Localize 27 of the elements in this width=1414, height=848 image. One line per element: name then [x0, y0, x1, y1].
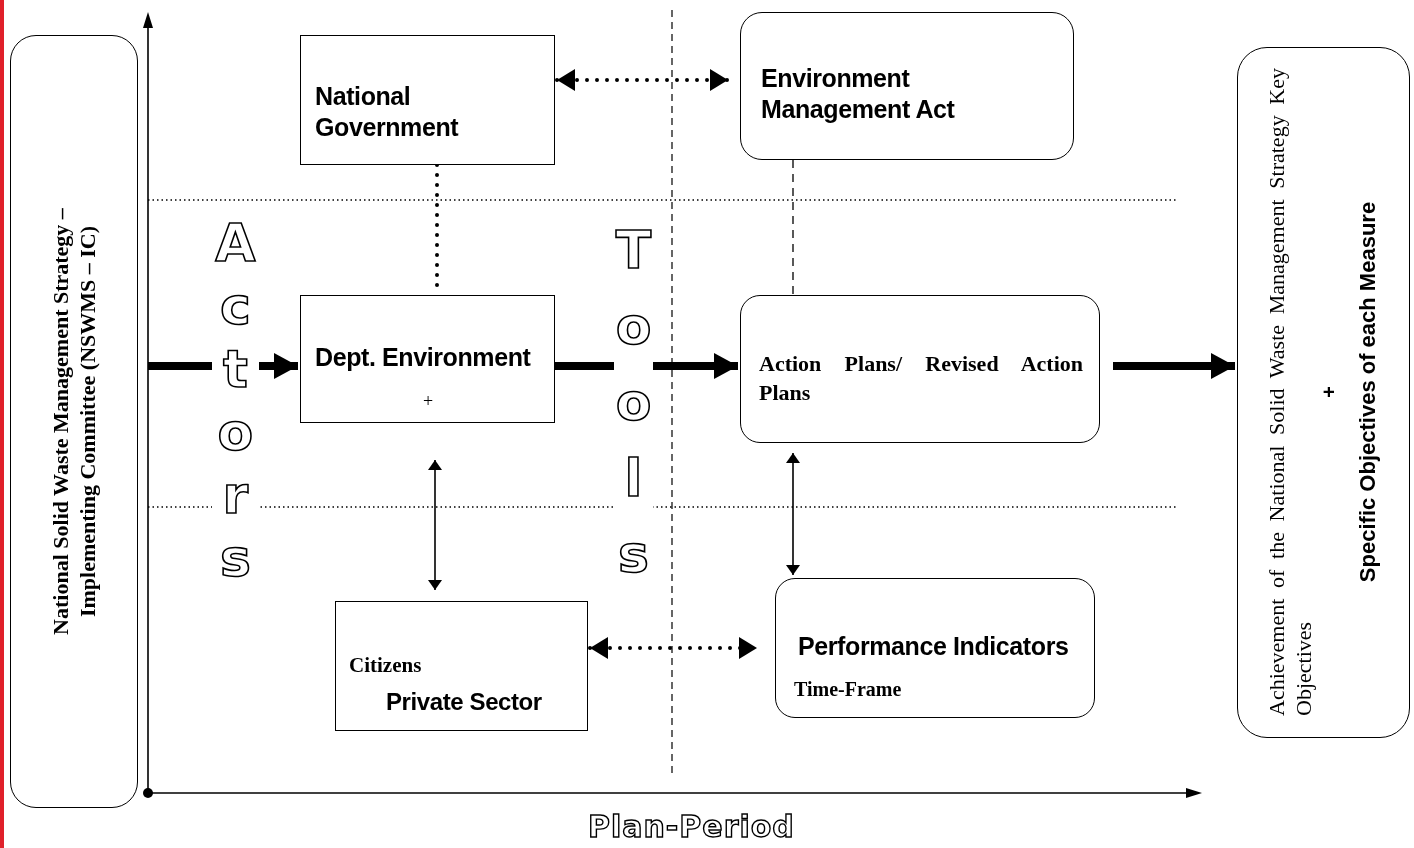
node-text: Citizens	[349, 652, 422, 679]
process-box	[335, 601, 588, 731]
arrow	[588, 637, 759, 659]
outlined-label: Plan-Period	[588, 812, 795, 842]
node-text: Time-Frame	[794, 677, 902, 702]
node-text: Private Sector	[386, 687, 542, 717]
node-text: Achievement of the National Solid Waste Management Strategy Key Objectives	[1264, 68, 1317, 716]
process-box	[300, 35, 555, 165]
arrow	[428, 459, 442, 591]
node-text: Performance Indicators	[798, 631, 1069, 662]
node-text: Specific Objectives of each Measure	[1355, 200, 1382, 585]
rounded-box	[740, 12, 1074, 160]
connector-line	[792, 159, 794, 296]
node-title: National Solid Waste Management Strategy – Implementing Committee (NSWMS – IC)	[47, 206, 100, 637]
plus-sign: +	[423, 390, 434, 413]
rounded-box	[740, 295, 1100, 443]
node-text: Dept. Environment	[315, 342, 531, 373]
rounded-box	[10, 35, 138, 808]
plus-sign: +	[1317, 385, 1342, 400]
arrow	[555, 69, 730, 91]
node-text: Environment Management Act	[761, 63, 956, 126]
node-text: National Government	[315, 81, 460, 144]
process-box	[300, 295, 555, 423]
rounded-box	[775, 578, 1095, 718]
node-text: Action Plans/ Revised Action Plans	[759, 350, 1083, 407]
arrow	[786, 452, 800, 576]
rounded-box	[1237, 47, 1410, 738]
